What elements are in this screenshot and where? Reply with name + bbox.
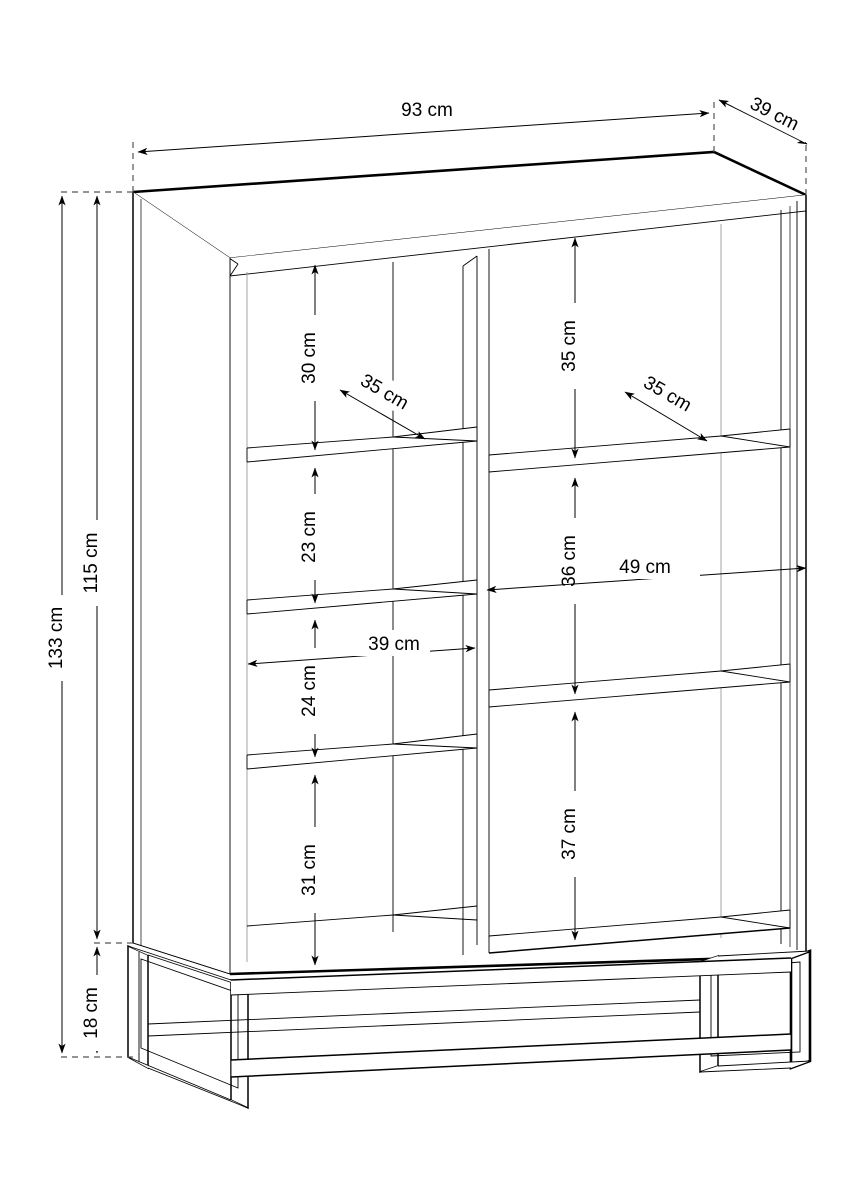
dim-label-right-c2: 36 cm [559, 535, 580, 587]
dimension-left-shelf-depth-35: 35 cm [339, 359, 427, 440]
dim-label-left-c1: 30 cm [299, 332, 320, 384]
centre-divider [462, 249, 490, 955]
metal-base-frame [127, 944, 812, 1110]
dim-label-height-18: 18 cm [81, 987, 102, 1039]
dim-label-right-c1: 35 cm [559, 320, 580, 372]
right-column-interior [720, 210, 782, 944]
top-panel [132, 150, 807, 277]
dim-label-left-c4: 31 cm [299, 844, 320, 896]
dimension-right-shelf-depth-35: 35 cm [624, 361, 710, 442]
right-shelf-2 [488, 663, 791, 708]
base-front-rail-lower [230, 1033, 792, 1078]
dim-label-width-93: 93 cm [401, 100, 453, 121]
dim-label-right-width: 49 cm [619, 557, 671, 578]
dimension-height-18: 18 cm [81, 946, 110, 1054]
right-side-panel [789, 195, 807, 956]
leg-left [127, 944, 249, 1110]
dimension-left-c2-23: 23 cm [299, 467, 328, 604]
base-front-rail-upper [230, 957, 792, 996]
right-bottom-panel [488, 909, 791, 954]
dim-label-left-width: 39 cm [368, 634, 420, 655]
dimension-right-width-49: 49 cm [486, 553, 807, 593]
dim-label-height-115: 115 cm [81, 533, 102, 594]
dim-label-height-133: 133 cm [46, 607, 67, 669]
dimension-left-c1-30: 30 cm [299, 264, 328, 451]
cabinet-body [132, 150, 807, 976]
left-shelf-3 [246, 733, 478, 770]
dimension-right-c3-37: 37 cm [559, 711, 588, 941]
base-rear-stretcher [147, 999, 701, 1037]
dim-label-left-c3: 24 cm [299, 665, 320, 717]
left-shelf-1 [246, 426, 478, 463]
dimension-right-c1-35: 35 cm [559, 237, 588, 459]
dimension-left-width-39: 39 cm [247, 630, 476, 667]
left-shelf-2 [246, 579, 478, 615]
dim-label-left-c2: 23 cm [299, 511, 320, 563]
dimension-height-115: 115 cm [81, 195, 133, 944]
dimension-height-133: 133 cm [46, 191, 133, 1058]
right-shelf-1 [488, 428, 791, 473]
left-side-panel [132, 192, 231, 975]
dimension-left-c4-31: 31 cm [299, 774, 328, 966]
dimension-right-c2-36: 36 cm [559, 477, 588, 695]
dim-label-right-c3: 37 cm [559, 808, 580, 860]
left-bottom-panel [246, 905, 478, 927]
dimension-width-93: 93 cm [132, 96, 715, 192]
